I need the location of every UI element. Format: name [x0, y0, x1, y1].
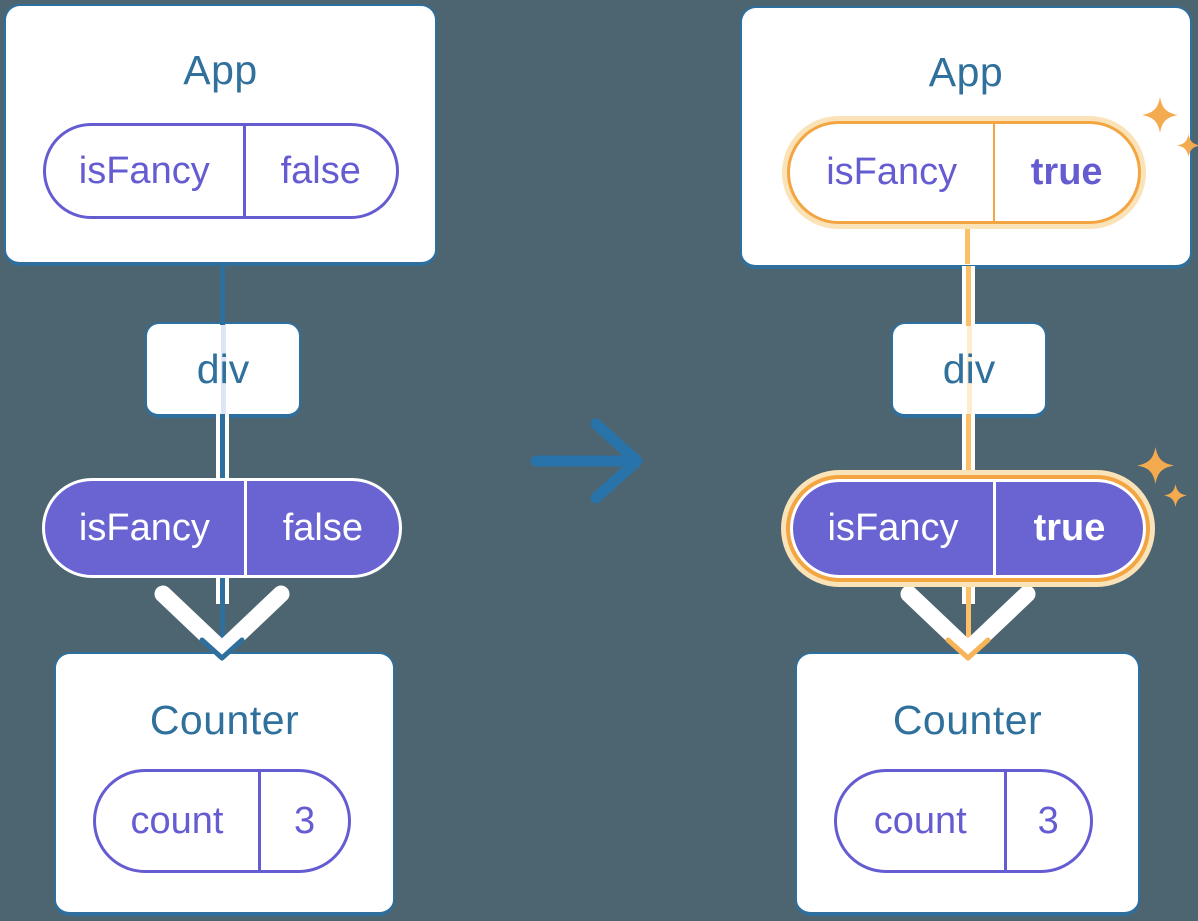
- component-title: Counter: [892, 697, 1043, 743]
- state-key: count: [96, 772, 262, 870]
- sparkle-icon: [1164, 484, 1187, 507]
- pipe-edge: [224, 578, 229, 604]
- right-arrow-icon: [530, 418, 643, 504]
- prop-key: isFancy: [45, 481, 247, 575]
- prop-key: isFancy: [790, 124, 996, 221]
- prop-pill: isFancy false: [43, 123, 399, 219]
- pipe-core: [965, 266, 971, 326]
- prop-key: isFancy: [793, 482, 996, 575]
- pipe-edge: [215, 578, 220, 604]
- connector-line: [220, 263, 225, 325]
- div-label: div: [942, 345, 996, 392]
- down-arrow-icon: [900, 585, 1036, 659]
- props-flow-pipe: [961, 414, 975, 481]
- component-title: App: [928, 49, 1004, 95]
- pipe-core: [965, 414, 971, 481]
- prop-value: true: [1033, 507, 1106, 549]
- pipe-edge: [961, 414, 966, 481]
- props-flow-pipe: [215, 578, 229, 604]
- state-value: 3: [293, 799, 316, 842]
- props-flow-pipe: [961, 266, 975, 326]
- sparkle-icon: [1177, 134, 1198, 157]
- app-component-box-after: App isFancy true: [740, 6, 1192, 269]
- down-arrowhead-icon: [199, 637, 245, 661]
- pipe-edge: [970, 578, 975, 604]
- props-flow-pipe: [961, 578, 975, 604]
- state-value: 3: [1037, 799, 1059, 842]
- pipe-edge: [961, 266, 966, 326]
- div-label: div: [196, 345, 250, 392]
- pipe-core: [219, 414, 225, 481]
- prop-key: isFancy: [46, 126, 246, 216]
- prop-passthrough-line: [220, 324, 226, 414]
- prop-pill-flowing-highlighted: isFancy true: [790, 479, 1146, 578]
- state-key: count: [837, 772, 1007, 870]
- down-arrowhead-icon: [945, 637, 991, 661]
- prop-value: false: [282, 506, 364, 549]
- props-flow-pipe: [215, 414, 229, 481]
- component-title: App: [183, 47, 258, 93]
- pipe-edge: [215, 414, 220, 481]
- pipe-edge: [224, 414, 229, 481]
- state-pill: count 3: [93, 769, 351, 873]
- prop-passthrough-line: [966, 324, 972, 414]
- sparkle-icon: [1137, 447, 1174, 484]
- sparkle-icon: [1142, 97, 1178, 133]
- connector-line: [966, 578, 971, 652]
- pipe-edge: [961, 578, 966, 604]
- app-component-box-before: App isFancy false: [4, 4, 437, 266]
- pipe-edge: [970, 414, 975, 481]
- connector-line: [220, 578, 225, 652]
- prop-value: false: [280, 149, 361, 192]
- div-element-box-after: div: [891, 322, 1047, 418]
- prop-pill-flowing: isFancy false: [42, 478, 402, 578]
- counter-component-box-before: Counter count 3: [54, 652, 395, 916]
- pipe-edge: [970, 266, 975, 326]
- state-pill: count 3: [834, 769, 1093, 873]
- component-title: Counter: [149, 697, 300, 743]
- counter-component-box-after: Counter count 3: [795, 652, 1140, 916]
- down-arrow-icon: [154, 585, 290, 659]
- div-element-box-before: div: [145, 322, 301, 418]
- connector-line: [965, 221, 970, 264]
- prop-pill-highlighted: isFancy true: [787, 121, 1141, 224]
- prop-value: true: [1030, 151, 1103, 193]
